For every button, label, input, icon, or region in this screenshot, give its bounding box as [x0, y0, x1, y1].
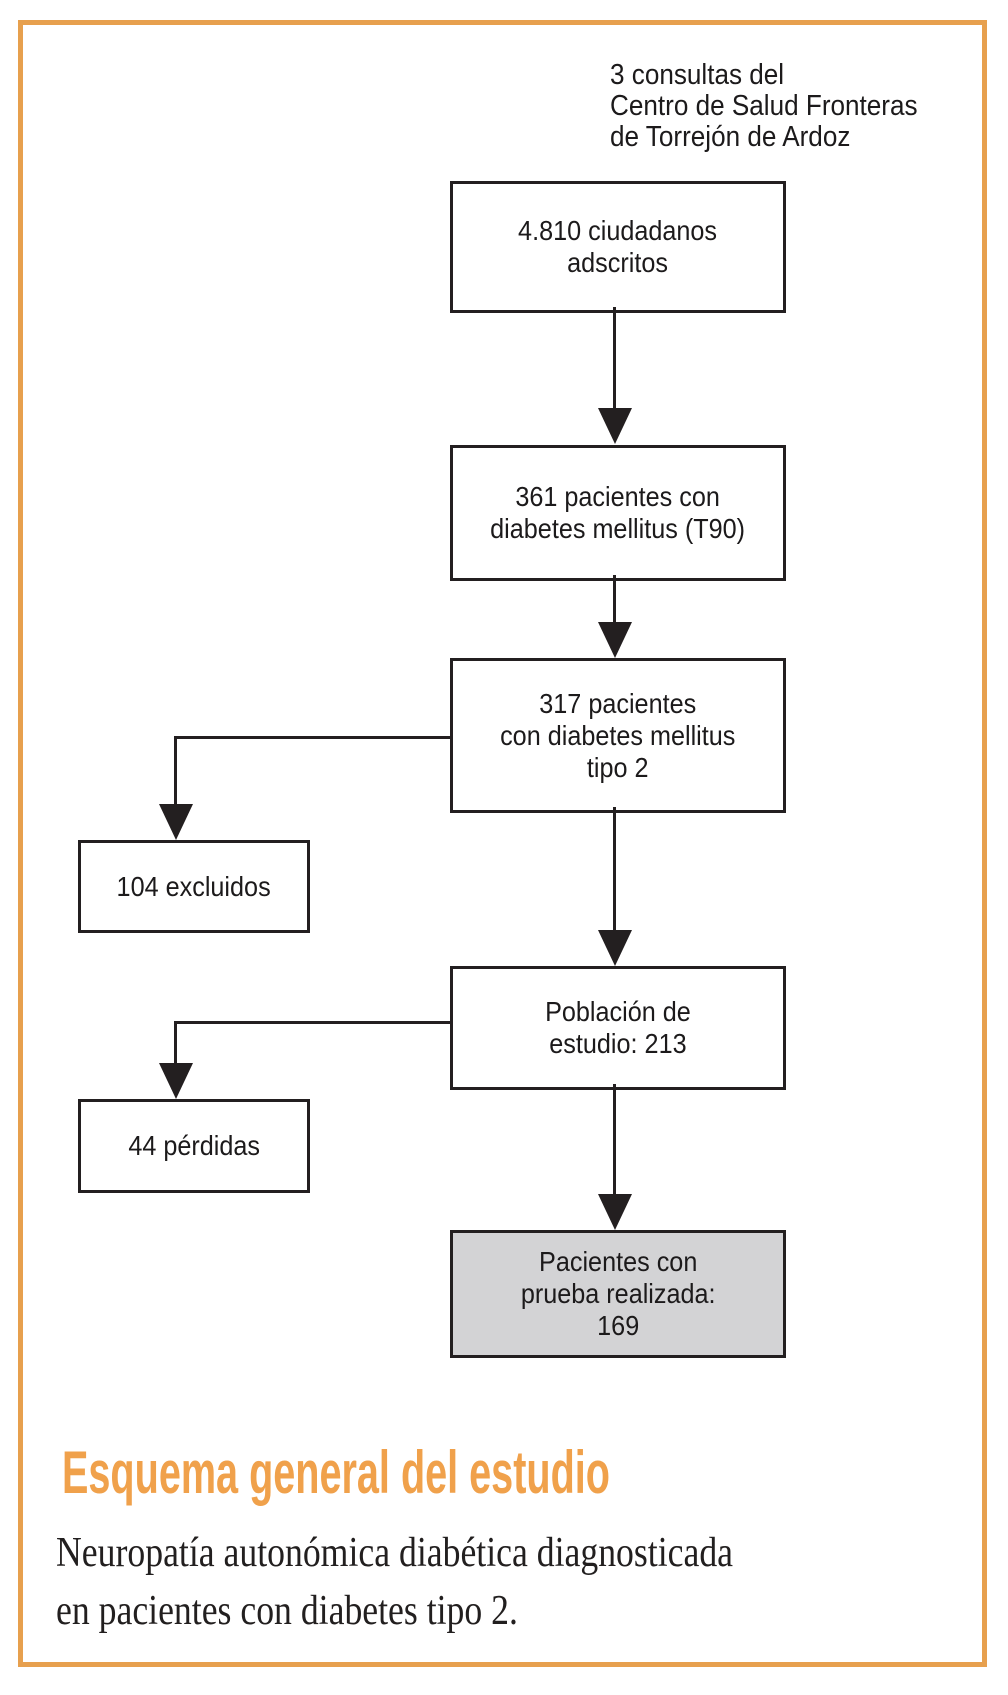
node-excluidos: 104 excluidos [78, 840, 310, 933]
figure-caption-line: Neuropatía autonómica diabética diagnost… [56, 1530, 734, 1576]
node-label-line: diabetes mellitus (T90) [490, 513, 746, 544]
arrow-stem [613, 575, 616, 624]
source-annotation-line: de Torrejón de Ardoz [610, 121, 851, 153]
node-label: 104 excluidos [117, 871, 271, 903]
node-label-line: con diabetes mellitus [500, 719, 736, 751]
node-label-line: 104 excluidos [116, 870, 272, 902]
node-label-line: prueba realizada: [520, 1278, 716, 1309]
figure-border-frame [18, 20, 987, 1667]
arrow-stem [613, 1084, 616, 1196]
branch-stem [174, 736, 177, 806]
arrow-stem [613, 307, 616, 409]
node-diabetes-tipo2: 317 pacientes con diabetes mellitus tipo… [450, 658, 786, 813]
node-ciudadanos-adscritos: 4.810 ciudadanos adscritos [450, 181, 786, 313]
node-prueba-realizada: Pacientes con prueba realizada: 169 [450, 1230, 786, 1358]
branch-line [176, 1021, 450, 1024]
node-label-line: estudio: 213 [549, 1028, 687, 1059]
node-label-line: Población de [545, 996, 691, 1027]
node-perdidas: 44 pérdidas [78, 1099, 310, 1193]
node-label-line: 361 pacientes con [515, 481, 721, 512]
node-label: Población de estudio: 213 [545, 996, 691, 1060]
node-label-line: 317 pacientes [539, 687, 697, 719]
node-label-line: Pacientes con [538, 1246, 698, 1277]
source-annotation-line: Centro de Salud Fronteras [610, 90, 918, 122]
branch-line [176, 736, 450, 739]
node-diabetes-mellitus-t90: 361 pacientes con diabetes mellitus (T90… [450, 445, 786, 581]
arrow-stem [613, 807, 616, 932]
figure-caption: Neuropatía autonómica diabética diagnost… [56, 1524, 733, 1640]
node-label: 317 pacientes con diabetes mellitus tipo… [500, 688, 735, 784]
node-label-line: tipo 2 [587, 751, 649, 783]
arrow-down-icon [159, 1063, 193, 1099]
node-label-line: 169 [596, 1310, 640, 1341]
node-label: 361 pacientes con diabetes mellitus (T90… [491, 481, 746, 545]
source-annotation-line: 3 consultas del [610, 59, 785, 91]
node-poblacion-estudio: Población de estudio: 213 [450, 966, 786, 1090]
node-label: Pacientes con prueba realizada: 169 [521, 1246, 716, 1342]
arrow-down-icon [598, 622, 632, 658]
node-label-line: adscritos [567, 247, 669, 278]
arrow-down-icon [159, 804, 193, 840]
arrow-down-icon [598, 408, 632, 444]
node-label: 44 pérdidas [128, 1130, 260, 1162]
node-label: 4.810 ciudadanos adscritos [519, 215, 718, 279]
source-annotation: 3 consultas del Centro de Salud Frontera… [610, 60, 918, 153]
arrow-down-icon [598, 930, 632, 966]
figure-caption-line: en pacientes con diabetes tipo 2. [56, 1588, 518, 1634]
node-label-line: 4.810 ciudadanos [518, 215, 718, 246]
node-label-line: 44 pérdidas [128, 1130, 260, 1161]
figure-heading: Esquema general del estudio [62, 1439, 610, 1506]
branch-stem [174, 1021, 177, 1065]
arrow-down-icon [598, 1194, 632, 1230]
